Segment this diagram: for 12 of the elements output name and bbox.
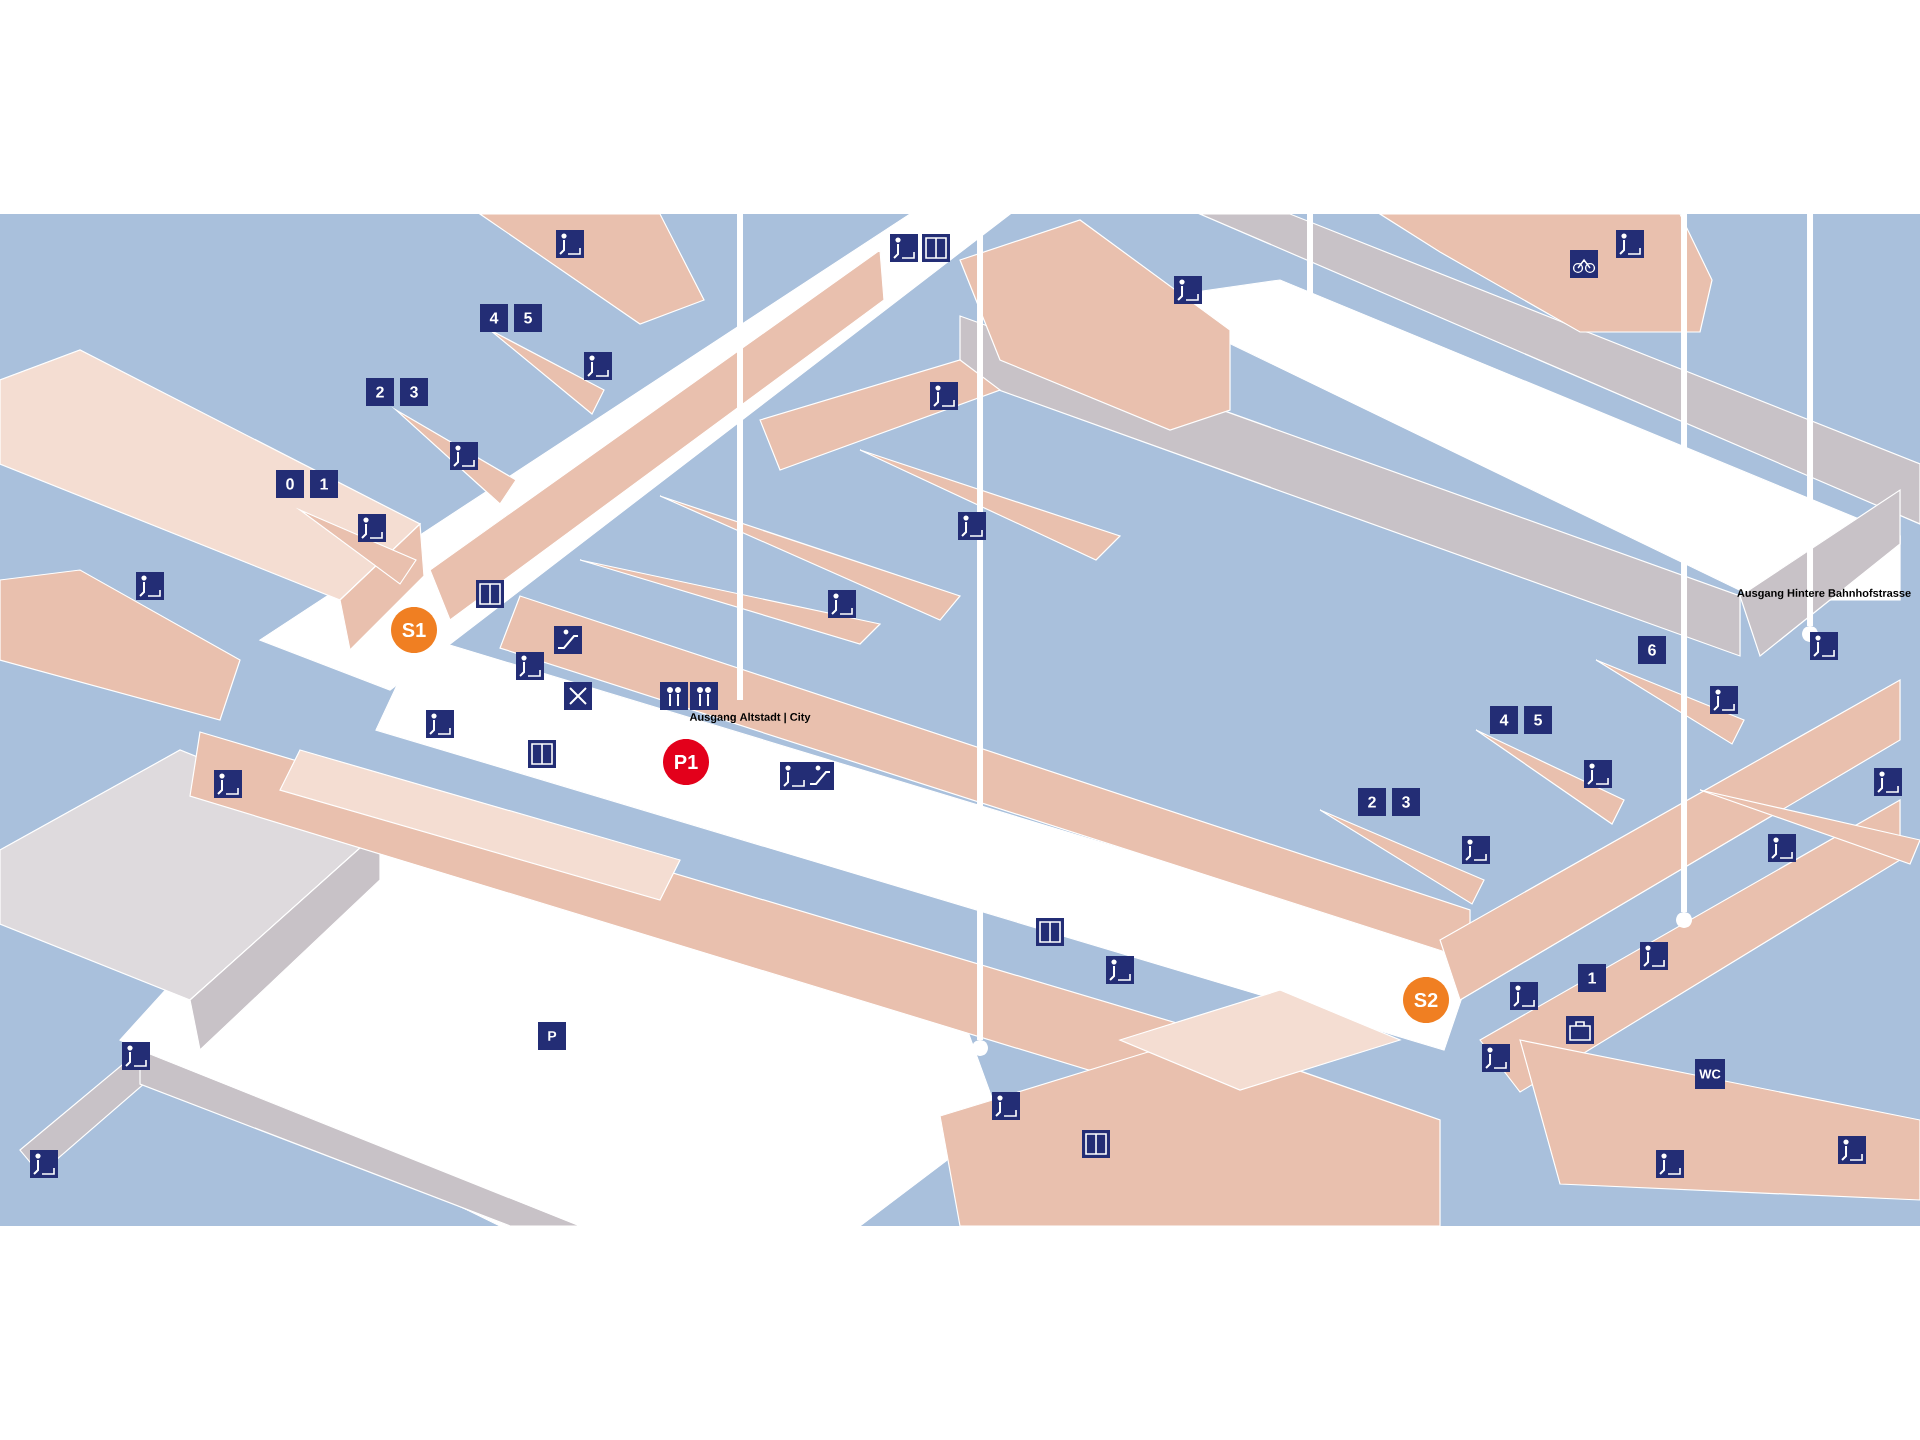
platform-number-sign: 1 bbox=[310, 470, 338, 498]
platform-number-sign: 3 bbox=[400, 378, 428, 406]
platform-number-sign: 1 bbox=[1578, 964, 1607, 992]
platform-number-sign: 3 bbox=[1392, 788, 1420, 816]
platform-number-sign: 0 bbox=[276, 470, 304, 498]
platform-number-sign: 5 bbox=[1524, 706, 1552, 734]
platform-number-sign: 4 bbox=[480, 304, 508, 332]
platform-number-sign: 5 bbox=[514, 304, 542, 332]
platform-number-sign: 2 bbox=[1358, 788, 1386, 816]
platform-number-sign: 4 bbox=[1490, 706, 1519, 734]
platform-number-sign: 6 bbox=[1638, 636, 1666, 664]
platform-number-sign: 2 bbox=[366, 378, 394, 406]
